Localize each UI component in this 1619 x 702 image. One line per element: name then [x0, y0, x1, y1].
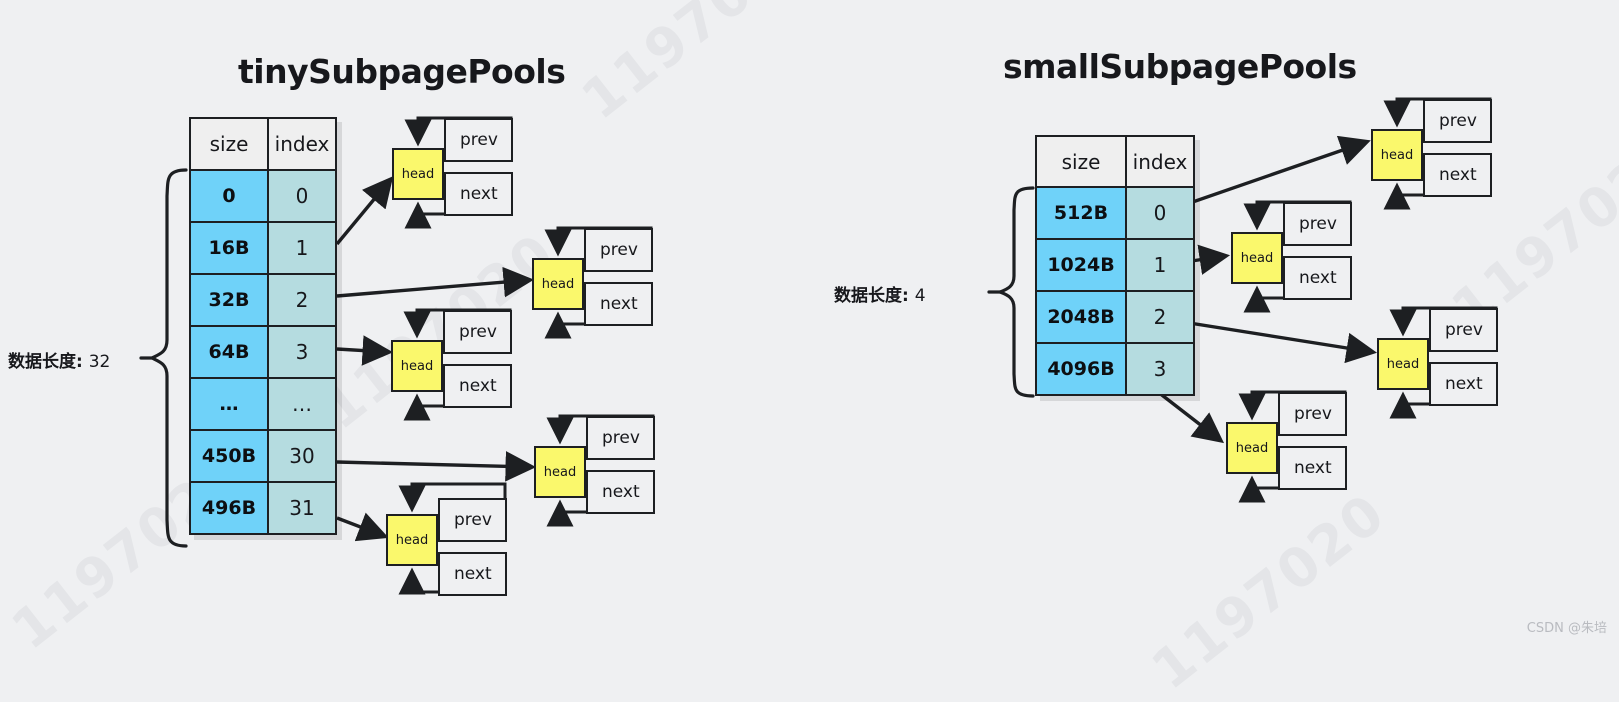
- brace-label-value: 32: [88, 352, 111, 372]
- watermark-text: 1197020: [1139, 481, 1398, 702]
- watermark-text: 1197020: [309, 221, 568, 442]
- head-node[interactable]: head: [1371, 129, 1423, 181]
- next-field: next: [444, 172, 513, 216]
- cell-size: 512B: [1035, 186, 1127, 240]
- table-row: 2048B 2: [1035, 290, 1195, 344]
- cell-size: 4096B: [1035, 342, 1127, 396]
- next-field: next: [1278, 446, 1347, 490]
- head-node[interactable]: head: [1226, 422, 1278, 474]
- next-field: next: [438, 552, 507, 596]
- prev-field: prev: [586, 416, 655, 460]
- table-row: 496B 31: [189, 481, 337, 535]
- small-subpage-pools-table: size index 512B 0 1024B 1 2048B 2 4096B …: [1035, 135, 1195, 396]
- cell-index: 1: [1125, 238, 1195, 292]
- prev-field: prev: [443, 310, 512, 354]
- cell-index: 2: [267, 273, 337, 327]
- csdn-watermark: CSDN @朱培: [1526, 621, 1607, 636]
- brace-label-value: 4: [914, 286, 926, 306]
- next-field: next: [443, 364, 512, 408]
- table-row: 64B 3: [189, 325, 337, 379]
- table-row: 512B 0: [1035, 186, 1195, 240]
- cell-size: …: [189, 377, 269, 431]
- column-header-size: size: [189, 117, 269, 171]
- brace-label-prefix: 数据长度:: [834, 286, 909, 306]
- cell-size: 1024B: [1035, 238, 1127, 292]
- cell-index: 31: [267, 481, 337, 535]
- cell-index: 3: [267, 325, 337, 379]
- next-field: next: [1429, 362, 1498, 406]
- cell-index: 30: [267, 429, 337, 483]
- cell-index: 1: [267, 221, 337, 275]
- cell-size: 16B: [189, 221, 269, 275]
- cell-size: 450B: [189, 429, 269, 483]
- head-node[interactable]: head: [532, 258, 584, 310]
- column-header-size: size: [1035, 135, 1127, 188]
- column-header-index: index: [267, 117, 337, 171]
- watermark-text: 1197020: [569, 0, 828, 132]
- next-field: next: [1423, 153, 1492, 197]
- next-field: next: [584, 282, 653, 326]
- cell-index: …: [267, 377, 337, 431]
- next-field: next: [586, 470, 655, 514]
- cell-size: 2048B: [1035, 290, 1127, 344]
- cell-size: 496B: [189, 481, 269, 535]
- brace-label-tiny: 数据长度: 32: [8, 347, 110, 372]
- head-node[interactable]: head: [534, 446, 586, 498]
- table-row: … …: [189, 377, 337, 431]
- prev-field: prev: [1278, 392, 1347, 436]
- cell-size: 0: [189, 169, 269, 223]
- head-node[interactable]: head: [391, 340, 443, 392]
- head-node[interactable]: head: [386, 514, 438, 566]
- brace-label-prefix: 数据长度:: [8, 352, 83, 372]
- panel-title-tiny: tinySubpagePools: [238, 52, 566, 91]
- head-node[interactable]: head: [1231, 232, 1283, 284]
- prev-field: prev: [1429, 308, 1498, 352]
- head-node[interactable]: head: [392, 148, 444, 200]
- cell-index: 3: [1125, 342, 1195, 396]
- column-header-index: index: [1125, 135, 1195, 188]
- prev-field: prev: [1283, 202, 1352, 246]
- table-row: 4096B 3: [1035, 342, 1195, 396]
- prev-field: prev: [438, 498, 507, 542]
- prev-field: prev: [444, 118, 513, 162]
- table-row: 32B 2: [189, 273, 337, 327]
- head-node[interactable]: head: [1377, 338, 1429, 390]
- prev-field: prev: [1423, 99, 1492, 143]
- cell-index: 0: [267, 169, 337, 223]
- cell-size: 64B: [189, 325, 269, 379]
- cell-index: 0: [1125, 186, 1195, 240]
- table-row: 1024B 1: [1035, 238, 1195, 292]
- table-header-row: size index: [1035, 135, 1195, 188]
- table-row: 0 0: [189, 169, 337, 223]
- panel-title-small: smallSubpagePools: [1003, 47, 1357, 86]
- table-row: 450B 30: [189, 429, 337, 483]
- next-field: next: [1283, 256, 1352, 300]
- tiny-subpage-pools-table: size index 0 0 16B 1 32B 2 64B 3 … … 450…: [189, 117, 337, 535]
- cell-index: 2: [1125, 290, 1195, 344]
- table-header-row: size index: [189, 117, 337, 171]
- brace-label-small: 数据长度: 4: [834, 281, 926, 306]
- prev-field: prev: [584, 228, 653, 272]
- cell-size: 32B: [189, 273, 269, 327]
- table-row: 16B 1: [189, 221, 337, 275]
